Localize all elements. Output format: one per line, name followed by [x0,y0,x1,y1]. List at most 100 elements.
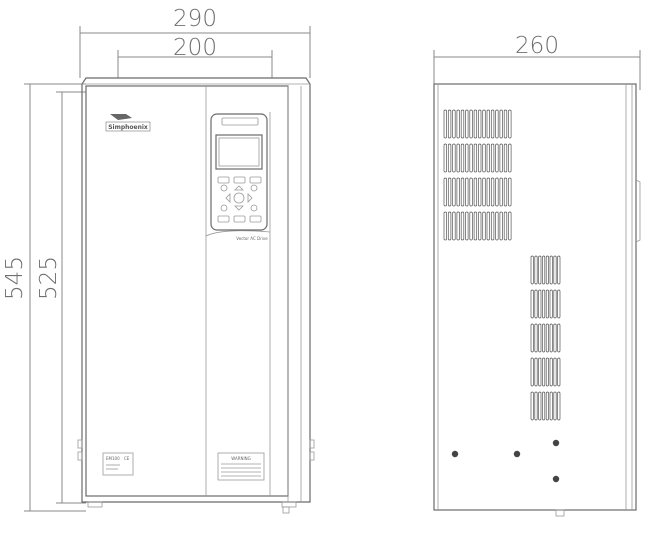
warning-label: WARNING [217,452,265,481]
vent-slot [482,177,486,207]
vent-slot [530,289,534,319]
vent-slot [443,109,447,139]
vent-slot [443,211,447,241]
vent-slot [534,255,538,285]
vent-slot [530,357,534,387]
screw-hole-icon [451,450,459,458]
vent-slot [452,211,456,241]
vent-slot [549,357,553,387]
side-view [433,83,641,517]
vent-slot [557,391,561,421]
vent-slot [486,109,490,139]
brand-logo-text: Simphoenix [108,124,148,131]
dimension-290: 290 [79,6,311,78]
vent-slot [482,211,486,241]
vent-slot [460,109,465,139]
vent-slot [553,391,557,421]
keypad-model-text: Vector AC Drive [236,236,268,241]
vent-slot [478,143,482,173]
vent-slot [465,211,469,241]
vent-slot [456,211,460,241]
vent-slot [452,143,456,173]
dimension-260-label: 260 [515,33,559,59]
dimension-200: 200 [117,35,273,78]
vent-slot [452,177,456,207]
vent-slot [530,323,534,353]
vent-slot [486,177,490,207]
vent-slot [499,143,503,173]
vent-slot [508,177,512,207]
vent-slot [553,323,557,353]
vent-slot [553,289,557,319]
vent-slot [545,323,549,353]
vent-slot [542,391,546,421]
vent-slot [473,177,478,207]
vent-slot [508,211,512,241]
vent-slot [538,255,542,285]
vent-slot [549,289,553,319]
vent-slot [469,177,473,207]
vent-slot [443,143,447,173]
vent-slot [549,391,553,421]
dimension-545-label: 545 [2,256,28,300]
vent-slot [530,255,534,285]
vent-slot [482,143,486,173]
keypad-icon: Vector AC Drive [210,113,268,241]
vent-slot [545,289,549,319]
vent-slot [503,177,508,207]
dimension-260: 260 [433,33,641,100]
vent-slot [495,143,499,173]
vent-slot [549,255,553,285]
vent-slot [486,211,490,241]
vent-slot [495,211,499,241]
vent-slot [478,177,482,207]
vent-slot [469,211,473,241]
vent-slot [557,323,561,353]
vent-slot [452,109,456,139]
vent-slot [553,255,557,285]
vent-slot [473,211,478,241]
vent-slot [490,143,495,173]
vent-slot [542,323,546,353]
screw-hole-icon [552,475,560,483]
vent-slot [469,143,473,173]
vent-slot [534,391,538,421]
screw-hole-icon [513,450,521,458]
vent-slot [473,109,478,139]
vent-slot [443,177,447,207]
vent-slot [469,109,473,139]
vent-slot [503,109,508,139]
lcd-display-icon [215,134,263,170]
lower-vent-grid [530,255,561,421]
vent-slot [538,391,542,421]
vent-slot [456,177,460,207]
vent-slot [460,211,465,241]
vent-slot [542,255,546,285]
vent-slot [534,323,538,353]
vent-slot [495,109,499,139]
vent-slot [503,143,508,173]
vent-slot [503,211,508,241]
vent-slot [490,177,495,207]
nameplate: EM100 CE [102,452,134,476]
simphoenix-logo-icon: Simphoenix [105,114,151,132]
vent-slot [545,255,549,285]
vent-slot [465,143,469,173]
dimension-200-label: 200 [173,35,217,61]
vent-slot [499,109,503,139]
vent-slot [553,357,557,387]
dimension-290-label: 290 [173,6,217,32]
vent-slot [549,323,553,353]
vent-slot [473,143,478,173]
screw-hole-icon [552,439,560,447]
vent-slot [456,143,460,173]
vent-slot [538,289,542,319]
vent-slot [545,391,549,421]
vent-slot [465,109,469,139]
vent-slot [460,143,465,173]
vent-slot [447,143,452,173]
vent-slot [557,357,561,387]
vent-slot [508,109,512,139]
dimension-525-label: 525 [36,256,62,300]
